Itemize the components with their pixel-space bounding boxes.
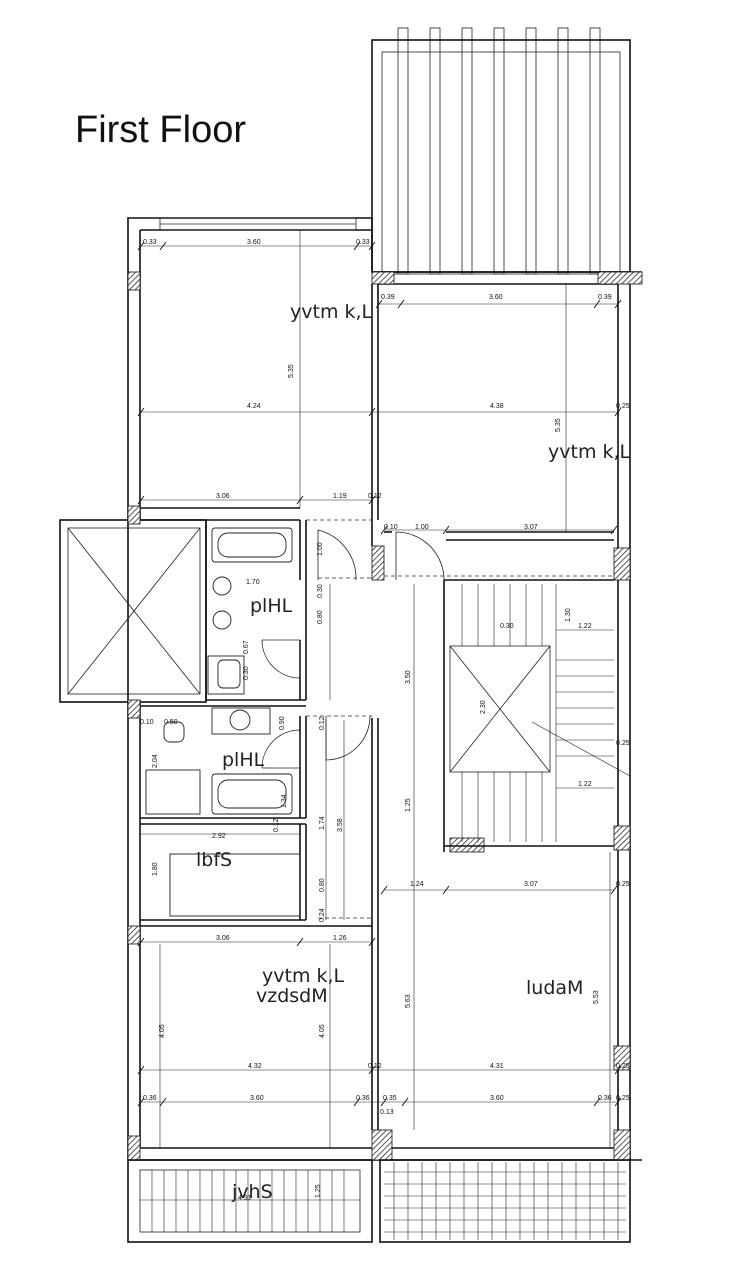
room-labels: yvtm k,L yvtm k,L plHL plHL lbfS yvtm k,… — [196, 301, 631, 1203]
dim-label: 1.22 — [578, 623, 592, 630]
dim-label: 1.24 — [410, 881, 424, 888]
dim-label: 0.80 — [319, 878, 326, 892]
dim-label: 1.34 — [281, 794, 288, 808]
room-label-bedroom-top-left: yvtm k,L — [290, 301, 373, 323]
room-label-bath-lower: plHL — [222, 749, 265, 771]
dimension-lines — [137, 230, 622, 1201]
dim-label: 3.06 — [216, 935, 230, 942]
dim-label: 0.35 — [383, 1095, 397, 1102]
room-label-living: ludaM — [526, 977, 583, 999]
dim-label: 0.24 — [319, 908, 326, 922]
dim-label: 0.12 — [368, 493, 382, 500]
room-label-kitchen: lbfS — [196, 849, 232, 871]
dim-label: 0.13 — [380, 1109, 394, 1116]
dim-label: 0.50 — [164, 719, 178, 726]
dim-label: 0.25 — [616, 403, 630, 410]
dim-label: 0.25 — [616, 1063, 630, 1070]
dim-label: 0.25 — [616, 1095, 630, 1102]
dim-label: 4.05 — [159, 1024, 166, 1038]
dim-label: 4.24 — [247, 403, 261, 410]
dim-label: 3.60 — [489, 294, 503, 301]
dim-label: 0.39 — [598, 294, 612, 301]
dim-label: 1.22 — [578, 781, 592, 788]
dim-label: 4.31 — [238, 1195, 252, 1202]
dim-label: 5.53 — [593, 990, 600, 1004]
dim-label: 1.70 — [246, 579, 260, 586]
dim-label: 0.25 — [616, 740, 630, 747]
staircase — [449, 584, 631, 842]
dim-label: 1.00 — [317, 542, 324, 556]
balcony-left — [127, 1159, 373, 1243]
room-label-master-line2: vzdsdM — [256, 985, 328, 1007]
dim-label: 1.25 — [315, 1184, 322, 1198]
dim-label: 1.26 — [333, 935, 347, 942]
dim-label: 0.30 — [317, 584, 324, 598]
room-label-bedroom-top-right: yvtm k,L — [548, 441, 631, 463]
dim-label: 3.07 — [524, 881, 538, 888]
dimension-labels: 0.33 3.60 0.33 0.39 3.60 0.39 5.35 4.24 … — [140, 239, 630, 1202]
dim-label: 4.31 — [490, 1063, 504, 1070]
dim-label: 1.30 — [565, 608, 572, 622]
doors — [261, 529, 445, 769]
dim-label: 1.74 — [319, 816, 326, 830]
page-title: First Floor — [75, 109, 246, 151]
balcony-right — [379, 1159, 631, 1243]
room-label-bath-upper: plHL — [250, 595, 293, 617]
dim-label: 3.60 — [250, 1095, 264, 1102]
dim-label: 0.33 — [143, 239, 157, 246]
dim-label: 2.04 — [152, 754, 159, 768]
dim-label: 1.19 — [333, 493, 347, 500]
dim-label: 0.10 — [384, 524, 398, 531]
dim-label: 0.39 — [381, 294, 395, 301]
dim-label: 0.33 — [356, 239, 370, 246]
columns — [127, 271, 643, 1161]
dim-label: 0.12 — [319, 716, 326, 730]
dim-label: 0.12 — [368, 1063, 382, 1070]
dim-label: 3.58 — [337, 818, 344, 832]
dim-label: 2.30 — [480, 700, 487, 714]
dim-label: 0.36 — [356, 1095, 370, 1102]
dim-label: 3.60 — [247, 239, 261, 246]
pergola — [371, 27, 631, 275]
dim-label: 0.30 — [243, 666, 250, 680]
dim-label: 2.92 — [212, 833, 226, 840]
dim-label: 3.07 — [524, 524, 538, 531]
dim-label: 0.36 — [143, 1095, 157, 1102]
dim-label: 0.67 — [243, 640, 250, 654]
dim-label: 0.90 — [279, 716, 286, 730]
dim-label: 5.63 — [405, 994, 412, 1008]
dim-label: 4.05 — [319, 1024, 326, 1038]
dim-label: 0.30 — [500, 623, 514, 630]
dim-label: 1.80 — [152, 862, 159, 876]
exterior-walls — [59, 217, 642, 1161]
dim-label: 5.35 — [288, 364, 295, 378]
dim-label: 3.60 — [490, 1095, 504, 1102]
dim-label: 0.80 — [317, 610, 324, 624]
dim-label: 5.35 — [555, 418, 562, 432]
dim-label: 0.10 — [140, 719, 154, 726]
dim-label: 3.06 — [216, 493, 230, 500]
corridor-dashes — [306, 519, 614, 919]
dim-label: 0.25 — [616, 881, 630, 888]
dim-label: 0.12 — [273, 818, 280, 832]
dim-label: 4.32 — [248, 1063, 262, 1070]
room-label-balcony: jvhS — [231, 1181, 273, 1203]
dim-label: 3.50 — [405, 670, 412, 684]
dim-label: 0.36 — [598, 1095, 612, 1102]
dim-label: 1.25 — [405, 798, 412, 812]
dim-label: 4.38 — [490, 403, 504, 410]
interior-walls — [140, 284, 614, 1130]
fixtures — [145, 527, 301, 917]
dim-label: 1.00 — [415, 524, 429, 531]
room-label-master-line1: yvtm k,L — [262, 965, 345, 987]
